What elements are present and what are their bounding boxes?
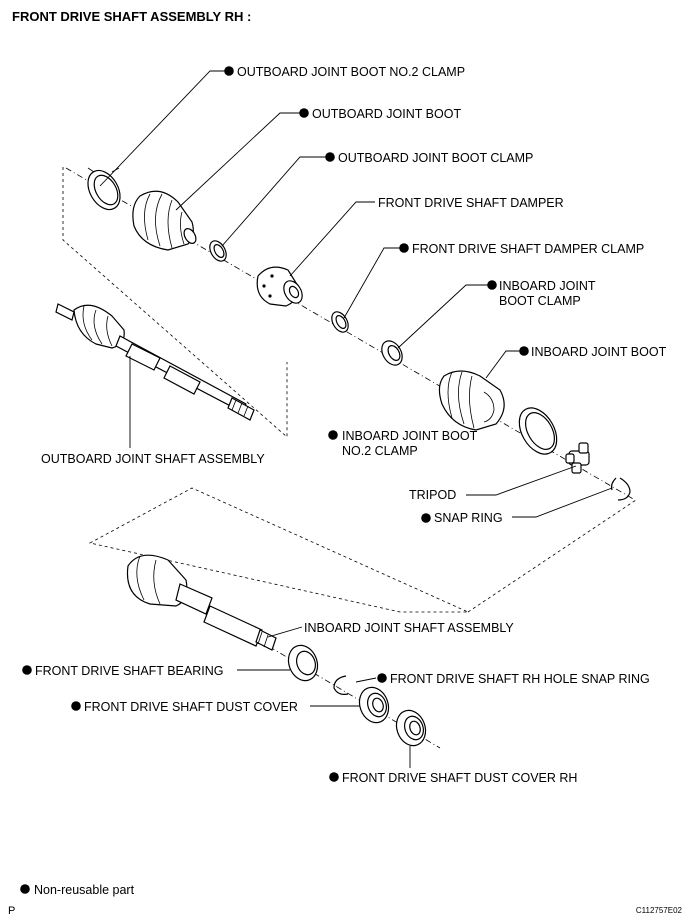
label-dust-cover-rh: FRONT DRIVE SHAFT DUST COVER RH	[342, 771, 577, 785]
leader-inboard-boot	[485, 350, 522, 379]
dust-cover-part	[358, 686, 390, 724]
label-outboard-boot: OUTBOARD JOINT BOOT	[312, 107, 461, 121]
non-reusable-marker	[22, 665, 32, 675]
label-inboard-shaft-assembly: INBOARD JOINT SHAFT ASSEMBLY	[304, 621, 514, 635]
non-reusable-marker	[224, 66, 234, 76]
damper-clamp-part	[331, 311, 349, 333]
label-snap-ring: SNAP RING	[434, 511, 503, 525]
leader-outboard-boot	[175, 112, 302, 211]
label-outboard-boot-no2-clamp: OUTBOARD JOINT BOOT NO.2 CLAMP	[237, 65, 465, 79]
leader-snap-ring	[512, 487, 613, 518]
legend-non-reusable: Non-reusable part	[34, 883, 135, 897]
leader-outboard-boot-clamp	[221, 156, 328, 247]
label-outboard-shaft-assembly: OUTBOARD JOINT SHAFT ASSEMBLY	[41, 452, 265, 466]
dust-cover-rh-part	[395, 709, 427, 747]
leader-damper	[289, 201, 375, 277]
non-reusable-marker	[71, 701, 81, 711]
leader-inboard-boot-clamp	[397, 284, 490, 349]
leader-damper-clamp	[343, 247, 402, 319]
label-inboard-boot-no2-clamp-line1: INBOARD JOINT BOOT	[342, 429, 478, 443]
non-reusable-marker	[299, 108, 309, 118]
non-reusable-marker	[519, 346, 529, 356]
upper-reference-frame	[62, 167, 288, 438]
label-damper-clamp: FRONT DRIVE SHAFT DAMPER CLAMP	[412, 242, 644, 256]
figure-code: C112757E02	[636, 906, 683, 915]
label-inboard-boot-clamp-line2: BOOT CLAMP	[499, 294, 581, 308]
label-dust-cover: FRONT DRIVE SHAFT DUST COVER	[84, 700, 298, 714]
non-reusable-marker	[399, 243, 409, 253]
label-outboard-boot-clamp: OUTBOARD JOINT BOOT CLAMP	[338, 151, 533, 165]
hole-snap-ring-part	[333, 675, 349, 695]
leader-inboard-shaft-assembly	[267, 626, 303, 638]
leader-tripod	[466, 465, 577, 496]
non-reusable-marker	[377, 673, 387, 683]
label-inboard-boot: INBOARD JOINT BOOT	[531, 345, 667, 359]
snap-ring-part	[610, 477, 631, 501]
inboard-boot-clamp-part	[381, 340, 403, 366]
damper-part	[256, 266, 303, 307]
legend-marker	[20, 884, 30, 894]
diagram-title: FRONT DRIVE SHAFT ASSEMBLY RH :	[12, 9, 251, 24]
footer-left-mark: P	[8, 905, 15, 917]
label-bearing: FRONT DRIVE SHAFT BEARING	[35, 664, 223, 678]
leader-outboard-boot-no2-clamp	[99, 70, 227, 187]
inboard-boot-no2-clamp-part	[518, 407, 558, 455]
leader-hole-snap-ring	[355, 677, 377, 683]
inboard-shaft-assembly-part	[126, 554, 277, 651]
non-reusable-marker	[487, 280, 497, 290]
non-reusable-marker	[329, 772, 339, 782]
outboard-shaft-assembly-part	[55, 303, 255, 421]
non-reusable-marker	[325, 152, 335, 162]
lower-frame-link	[467, 499, 637, 613]
label-hole-snap-ring: FRONT DRIVE SHAFT RH HOLE SNAP RING	[390, 672, 650, 686]
label-damper: FRONT DRIVE SHAFT DAMPER	[378, 196, 564, 210]
bearing-part	[287, 644, 319, 682]
outboard-boot-part	[132, 190, 197, 251]
tripod-part	[565, 442, 590, 474]
non-reusable-marker	[421, 513, 431, 523]
label-inboard-boot-clamp-line1: INBOARD JOINT	[499, 279, 596, 293]
label-inboard-boot-no2-clamp-line2: NO.2 CLAMP	[342, 444, 418, 458]
label-tripod: TRIPOD	[409, 488, 456, 502]
non-reusable-marker	[328, 430, 338, 440]
inboard-boot-part	[438, 370, 505, 431]
outboard-boot-no2-clamp-part	[87, 167, 121, 211]
